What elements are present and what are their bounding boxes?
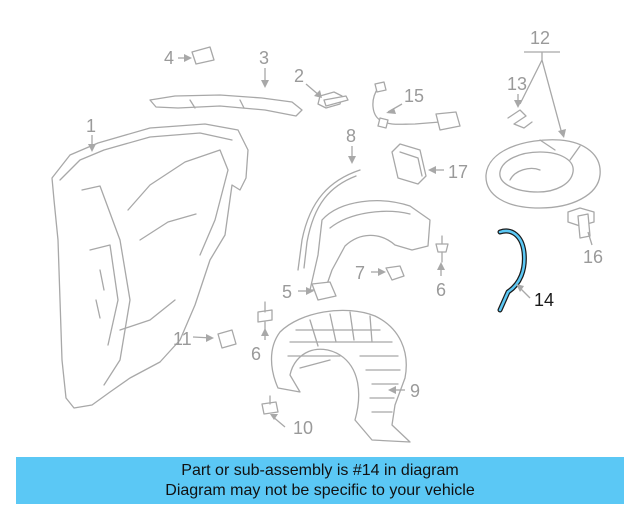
info-banner: Part or sub-assembly is #14 in diagram D… bbox=[16, 457, 624, 504]
molding-part bbox=[297, 169, 361, 271]
harness-part bbox=[372, 81, 461, 131]
callout-1: 1 bbox=[86, 116, 96, 136]
callout-15: 15 bbox=[404, 86, 424, 106]
callout-16: 16 bbox=[583, 247, 603, 267]
wheelhouse-liner-part bbox=[270, 309, 411, 443]
bolt-part-16 bbox=[567, 207, 595, 239]
bracket-part bbox=[391, 143, 427, 185]
callout-13: 13 bbox=[507, 74, 527, 94]
callout-10: 10 bbox=[293, 418, 313, 438]
callout-labels: 1 2 3 4 5 6 6 7 8 9 10 11 12 13 14 15 16… bbox=[86, 28, 603, 438]
callout-12: 12 bbox=[530, 28, 550, 48]
callout-9: 9 bbox=[410, 381, 420, 401]
rail-part bbox=[149, 94, 303, 117]
callout-17: 17 bbox=[448, 162, 468, 182]
callout-8: 8 bbox=[346, 126, 356, 146]
fender-part bbox=[309, 200, 431, 291]
callout-11: 11 bbox=[173, 329, 192, 349]
bracket-part-5 bbox=[311, 281, 337, 301]
cable-part-14 bbox=[497, 228, 527, 313]
callout-5: 5 bbox=[282, 282, 292, 302]
push-pin-part-upper bbox=[435, 235, 449, 263]
callout-3: 3 bbox=[259, 48, 269, 68]
bolt-part bbox=[317, 91, 349, 109]
callout-6-lower: 6 bbox=[251, 344, 261, 364]
banner-line-1: Part or sub-assembly is #14 in diagram bbox=[181, 462, 459, 479]
retainer-part bbox=[385, 265, 405, 281]
callout-7: 7 bbox=[355, 263, 365, 283]
clip-part-11 bbox=[217, 329, 237, 349]
clip-part bbox=[507, 109, 533, 129]
callout-14: 14 bbox=[534, 290, 554, 310]
callout-4: 4 bbox=[164, 48, 174, 68]
quarter-panel-part bbox=[51, 123, 249, 409]
callout-6-upper: 6 bbox=[436, 280, 446, 300]
parts-diagram: 1 2 3 4 5 6 6 7 8 9 10 11 12 13 14 15 16… bbox=[51, 28, 603, 443]
plug-part bbox=[191, 46, 215, 65]
callout-2: 2 bbox=[294, 66, 304, 86]
fuel-door-part bbox=[485, 139, 601, 209]
leader-lines bbox=[88, 51, 593, 428]
banner-line-2: Diagram may not be specific to your vehi… bbox=[165, 482, 475, 499]
bolt-part-10 bbox=[261, 395, 279, 415]
push-pin-part-lower bbox=[257, 301, 273, 333]
